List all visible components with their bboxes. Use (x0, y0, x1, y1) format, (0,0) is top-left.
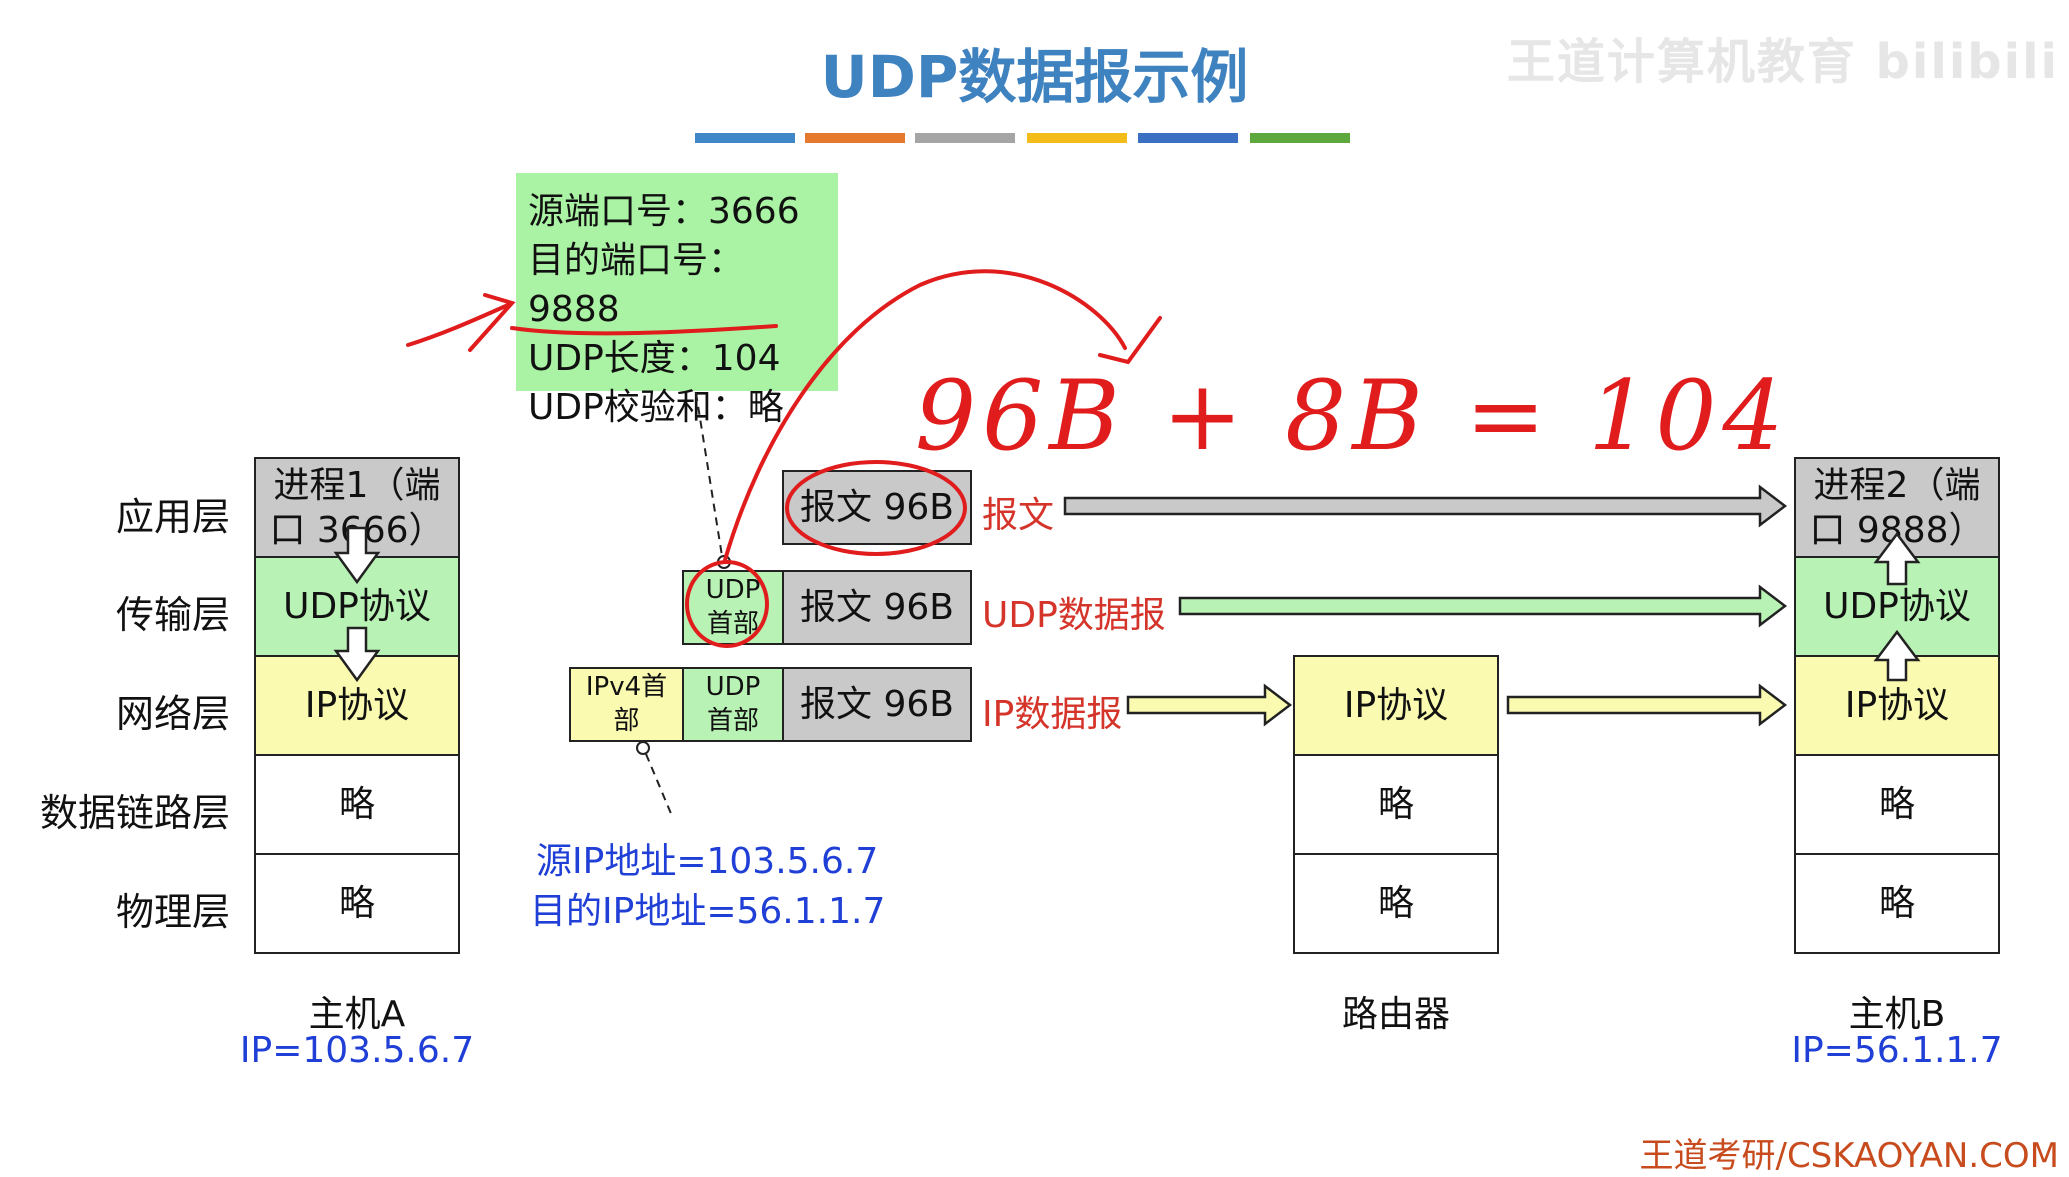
udp-checksum: UDP校验和：略 (528, 387, 784, 428)
ipv4-head-box: IPv4首部 (569, 667, 684, 742)
router-network-label: IP协议 (1343, 685, 1449, 726)
hostB-up-arrow-1 (1873, 531, 1921, 586)
hostA-name: 主机A (308, 994, 406, 1035)
layer-label-physical: 物理层 (115, 890, 230, 934)
hostB-up-arrow-2 (1873, 629, 1921, 682)
message-box-label: 报文 96B (800, 487, 954, 528)
router-link-label: 略 (1377, 784, 1414, 825)
color-strip-3 (915, 133, 1015, 143)
udp-head-label: UDP首部 (705, 574, 761, 639)
hostA-physical-box: 略 (254, 853, 460, 954)
ip-dst-address: 目的IP地址=56.1.1.7 (530, 891, 886, 932)
hostA-physical-label: 略 (338, 883, 375, 924)
hostB-physical-label: 略 (1878, 883, 1915, 924)
color-strip-6 (1250, 133, 1350, 143)
ip-udp-head-box: UDP首部 (682, 667, 784, 742)
hostB-ip: IP=56.1.1.7 (1791, 1030, 2003, 1071)
udp-header-info: 源端口号：3666 目的端口号：9888 UDP长度：104 UDP校验和：略 (516, 173, 838, 428)
udp-header-connector (695, 392, 731, 569)
hostA-ip: IP=103.5.6.7 (239, 1030, 475, 1071)
message-arrow (1063, 484, 1788, 528)
router-physical-box: 略 (1293, 853, 1499, 954)
layer-label-transport: 传输层 (115, 593, 230, 637)
hostA-down-arrow-2 (333, 626, 381, 683)
page-title: UDP数据报示例 (820, 43, 1249, 111)
udp-length: UDP长度：104 (528, 338, 781, 379)
ip-header-connector (636, 741, 673, 817)
message-label: 报文 (982, 495, 1055, 536)
hostA-down-arrow-1 (333, 526, 381, 585)
layer-label-network: 网络层 (115, 692, 230, 736)
hostA-link-label: 略 (338, 784, 375, 825)
hostB-name: 主机B (1848, 994, 1946, 1035)
hostB-physical-box: 略 (1794, 853, 2000, 954)
router-link-box: 略 (1293, 754, 1499, 855)
handwritten-sum: 96B + 8B = 104 (915, 360, 1790, 472)
udp-datagram-label: UDP数据报 (982, 595, 1166, 636)
udp-datagram-arrow (1178, 584, 1788, 628)
color-strip-1 (695, 133, 795, 143)
ipv4-head-label: IPv4首部 (585, 671, 668, 736)
udp-src-port: 源端口号：3666 (528, 191, 800, 232)
hostB-transport-label: UDP协议 (1823, 586, 1971, 627)
color-strip-4 (1027, 133, 1127, 143)
hostB-link-label: 略 (1878, 784, 1915, 825)
color-strip-5 (1138, 133, 1238, 143)
watermark: 王道计算机教育 bilibili (1506, 34, 2059, 90)
hostA-network-box: IP协议 (254, 655, 460, 756)
hostA-network-label: IP协议 (304, 685, 410, 726)
ip-datagram-arrow-to-hostB (1506, 683, 1788, 727)
router-physical-label: 略 (1377, 883, 1414, 924)
hostB-network-label: IP协议 (1844, 685, 1950, 726)
layer-label-datalink: 数据链路层 (39, 791, 230, 835)
ip-datagram-label: IP数据报 (982, 694, 1123, 735)
hostA-link-box: 略 (254, 754, 460, 855)
ip-message-box: 报文 96B (782, 667, 972, 742)
hostA-transport-label: UDP协议 (283, 586, 431, 627)
ip-udp-head-label: UDP首部 (705, 671, 761, 736)
layer-label-application: 应用层 (115, 495, 230, 539)
ip-datagram-arrow-to-router (1126, 683, 1293, 727)
color-strip-2 (805, 133, 905, 143)
message-box: 报文 96B (782, 470, 972, 545)
udp-message-box: 报文 96B (782, 570, 972, 645)
handwritten-annotations (406, 269, 1162, 648)
ip-src-address: 源IP地址=103.5.6.7 (536, 841, 879, 882)
router-name: 路由器 (1341, 994, 1450, 1035)
udp-message-label: 报文 96B (800, 587, 954, 628)
ip-message-label: 报文 96B (800, 684, 954, 725)
udp-dst-port: 目的端口号：9888 (528, 240, 745, 330)
